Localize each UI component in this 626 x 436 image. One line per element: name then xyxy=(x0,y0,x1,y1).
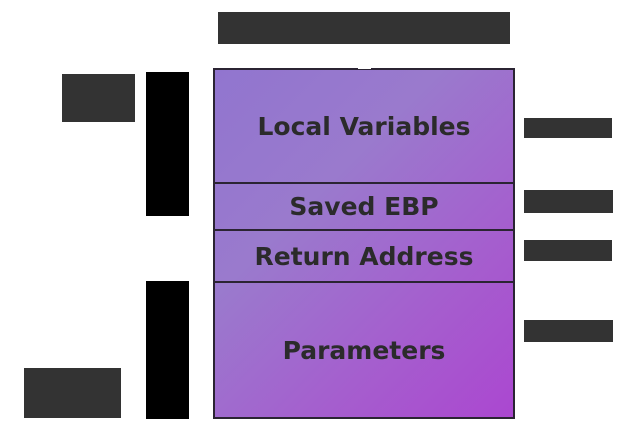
stack-segment-label: Local Variables xyxy=(257,111,471,141)
stack-growth-arrow-redaction-block xyxy=(146,72,189,216)
right-annotation-4-redaction-block xyxy=(524,320,613,342)
stack-segment-parameters: Parameters xyxy=(215,281,513,417)
right-annotation-4-text xyxy=(524,320,525,321)
title-redaction-block xyxy=(218,12,510,44)
right-annotation-2-text xyxy=(524,190,525,191)
address-direction-arrow-redaction-block xyxy=(146,281,189,419)
right-annotation-3-redaction-block xyxy=(524,240,612,261)
stack-segment-label: Parameters xyxy=(282,335,446,365)
frame-top-border-notch xyxy=(358,66,371,69)
right-annotation-2-redaction-block xyxy=(524,190,613,213)
stack-segment-saved-ebp: Saved EBP xyxy=(215,182,513,229)
right-annotation-1-redaction-block xyxy=(524,118,612,138)
left-label-top-redaction-block xyxy=(62,74,135,122)
stack-segment-local-variables: Local Variables xyxy=(215,70,513,182)
stack-frame-diagram: Local Variables Saved EBP Return Address… xyxy=(213,68,515,419)
left-label-bottom-redaction-block xyxy=(24,368,121,418)
stack-segment-return-address: Return Address xyxy=(215,229,513,281)
stack-segment-label: Return Address xyxy=(254,241,474,271)
stack-segment-label: Saved EBP xyxy=(289,192,439,221)
right-annotation-1-text xyxy=(524,118,525,119)
right-annotation-3-text xyxy=(524,240,525,241)
